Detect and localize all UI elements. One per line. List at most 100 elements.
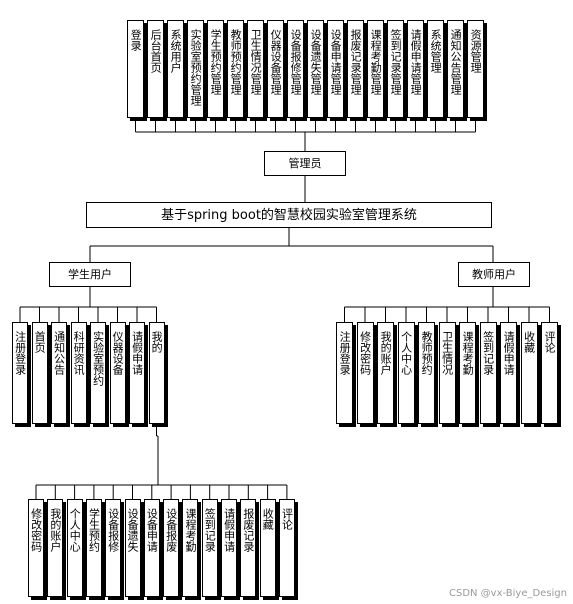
- mine-child-item-label: 学生预约: [87, 508, 101, 552]
- teacher-child-item-label: 收藏: [522, 331, 536, 353]
- mine-child-item: 课程考勤: [182, 499, 199, 597]
- mine-child-item: 修改密码: [28, 499, 44, 597]
- teacher-child-item-label: 注册登录: [338, 331, 352, 375]
- mine-child-item-label: 设备遗失: [126, 508, 140, 552]
- admin-child-item-label: 签到记录管理: [389, 29, 403, 95]
- mine-child-item: 学生预约: [85, 499, 102, 597]
- teacher-child-item-label: 卫生情况: [440, 331, 454, 375]
- student-child-item-label: 首页: [33, 331, 47, 353]
- mine-child-item: 请假申请: [221, 499, 237, 597]
- student-child-item-label: 仪器设备: [111, 331, 125, 375]
- teacher-child-item-label: 教师预约: [420, 331, 434, 375]
- student-child-item: 首页: [31, 322, 48, 424]
- admin-child-item-label: 登录: [129, 29, 143, 51]
- teacher-child-item-label: 评论: [543, 331, 557, 353]
- teacher-child-item: 我的账户: [377, 322, 394, 424]
- admin-label: 管理员: [288, 157, 322, 170]
- mine-child-item-label: 报废记录: [241, 508, 255, 552]
- admin-child-item-label: 资源管理: [469, 29, 483, 73]
- mine-child-item: 签到记录: [201, 499, 218, 597]
- admin-child-item: 资源管理: [467, 20, 484, 118]
- admin-child-item: 登录: [127, 20, 144, 118]
- admin-child-item-label: 后台首页: [149, 29, 163, 73]
- teacher-child-item: 教师预约: [418, 322, 435, 424]
- teacher-child-item-label: 个人中心: [399, 331, 413, 375]
- student-child-item: 仪器设备: [109, 322, 126, 424]
- mine-child-item: 设备报废: [163, 499, 180, 597]
- admin-child-item: 通知公告管理: [447, 20, 464, 118]
- student-child-item-label: 我的: [150, 331, 164, 353]
- admin-child-item: 系统用户: [167, 20, 184, 118]
- admin-child-item: 实验室预约管理: [187, 20, 204, 118]
- admin-child-item-label: 报废记录管理: [349, 29, 363, 95]
- student-child-item-label: 通知公告: [52, 331, 66, 375]
- admin-child-item: 设备遗失管理: [307, 20, 324, 118]
- teacher-child-item: 收藏: [520, 322, 538, 424]
- mine-child-item: 我的账户: [47, 499, 64, 597]
- admin-child-item-label: 系统用户: [169, 29, 183, 73]
- admin-child-item-label: 设备报修管理: [289, 29, 303, 95]
- admin-child-item: 签到记录管理: [387, 20, 404, 118]
- student-child-item-label: 科研资讯: [72, 331, 86, 375]
- admin-child-item: 课程考勤管理: [367, 20, 384, 118]
- admin-child-item-label: 卫生情况管理: [249, 29, 263, 95]
- admin-child-item-label: 仪器设备管理: [269, 29, 283, 95]
- mine-child-item-label: 收藏: [261, 508, 275, 530]
- mine-child-item: 设备申请: [143, 499, 160, 597]
- student-child-item: 实验室预约: [90, 322, 106, 424]
- admin-child-item: 学生预约管理: [207, 20, 224, 118]
- mine-child-item-label: 课程考勤: [183, 508, 197, 552]
- student-child-item: 科研资讯: [70, 322, 87, 424]
- admin-child-item: 教师预约管理: [227, 20, 244, 118]
- admin-child-item: 仪器设备管理: [267, 20, 284, 118]
- teacher-node: 教师用户: [458, 262, 530, 287]
- student-child-item-label: 注册登录: [13, 331, 27, 375]
- watermark: CSDN @vx-Biye_Design: [448, 588, 567, 599]
- admin-child-item-label: 实验室预约管理: [189, 29, 203, 106]
- teacher-child-item: 签到记录: [479, 322, 497, 424]
- admin-child-item-label: 请假申请管理: [409, 29, 423, 95]
- teacher-label: 教师用户: [472, 268, 516, 281]
- mine-child-item-label: 修改密码: [29, 508, 43, 552]
- student-child-item-label: 实验室预约: [91, 331, 105, 386]
- student-child-item-label: 请假申请: [130, 331, 144, 375]
- admin-child-item-label: 设备申请管理: [329, 29, 343, 95]
- student-child-item: 注册登录: [12, 322, 28, 424]
- teacher-child-item: 个人中心: [397, 322, 415, 424]
- admin-child-item: 报废记录管理: [347, 20, 364, 118]
- admin-child-item: 后台首页: [147, 20, 164, 118]
- teacher-child-item-label: 我的账户: [379, 331, 393, 375]
- admin-node: 管理员: [264, 151, 346, 176]
- admin-child-item-label: 教师预约管理: [229, 29, 243, 95]
- teacher-child-item-label: 请假申请: [502, 331, 516, 375]
- admin-child-item: 请假申请管理: [407, 20, 424, 118]
- student-child-item: 我的: [148, 322, 165, 424]
- student-node: 学生用户: [49, 262, 131, 287]
- mine-child-item-label: 我的账户: [48, 508, 62, 552]
- teacher-child-item: 卫生情况: [438, 322, 456, 424]
- teacher-child-item: 请假申请: [500, 322, 517, 424]
- admin-child-item-label: 学生预约管理: [209, 29, 223, 95]
- mine-child-item: 评论: [278, 499, 295, 597]
- teacher-child-item: 评论: [541, 322, 558, 424]
- admin-child-item: 设备报修管理: [287, 20, 304, 118]
- admin-child-item: 系统管理: [427, 20, 444, 118]
- admin-child-item-label: 设备遗失管理: [309, 29, 323, 95]
- mine-child-item-label: 签到记录: [203, 508, 217, 552]
- teacher-child-item-label: 课程考勤: [461, 331, 475, 375]
- teacher-child-item: 修改密码: [356, 322, 374, 424]
- admin-child-item-label: 系统管理: [429, 29, 443, 73]
- teacher-child-item-label: 修改密码: [358, 331, 372, 375]
- mine-child-item: 报废记录: [240, 499, 257, 597]
- admin-child-item-label: 通知公告管理: [449, 29, 463, 95]
- admin-child-item: 卫生情况管理: [247, 20, 264, 118]
- mine-child-item: 收藏: [259, 499, 276, 597]
- mine-child-item-label: 请假申请: [222, 508, 236, 552]
- mine-child-item-label: 设备申请: [145, 508, 159, 552]
- mine-child-item: 个人中心: [66, 499, 83, 597]
- teacher-child-item: 注册登录: [336, 322, 353, 424]
- teacher-child-item-label: 签到记录: [481, 331, 495, 375]
- admin-child-item: 设备申请管理: [327, 20, 344, 118]
